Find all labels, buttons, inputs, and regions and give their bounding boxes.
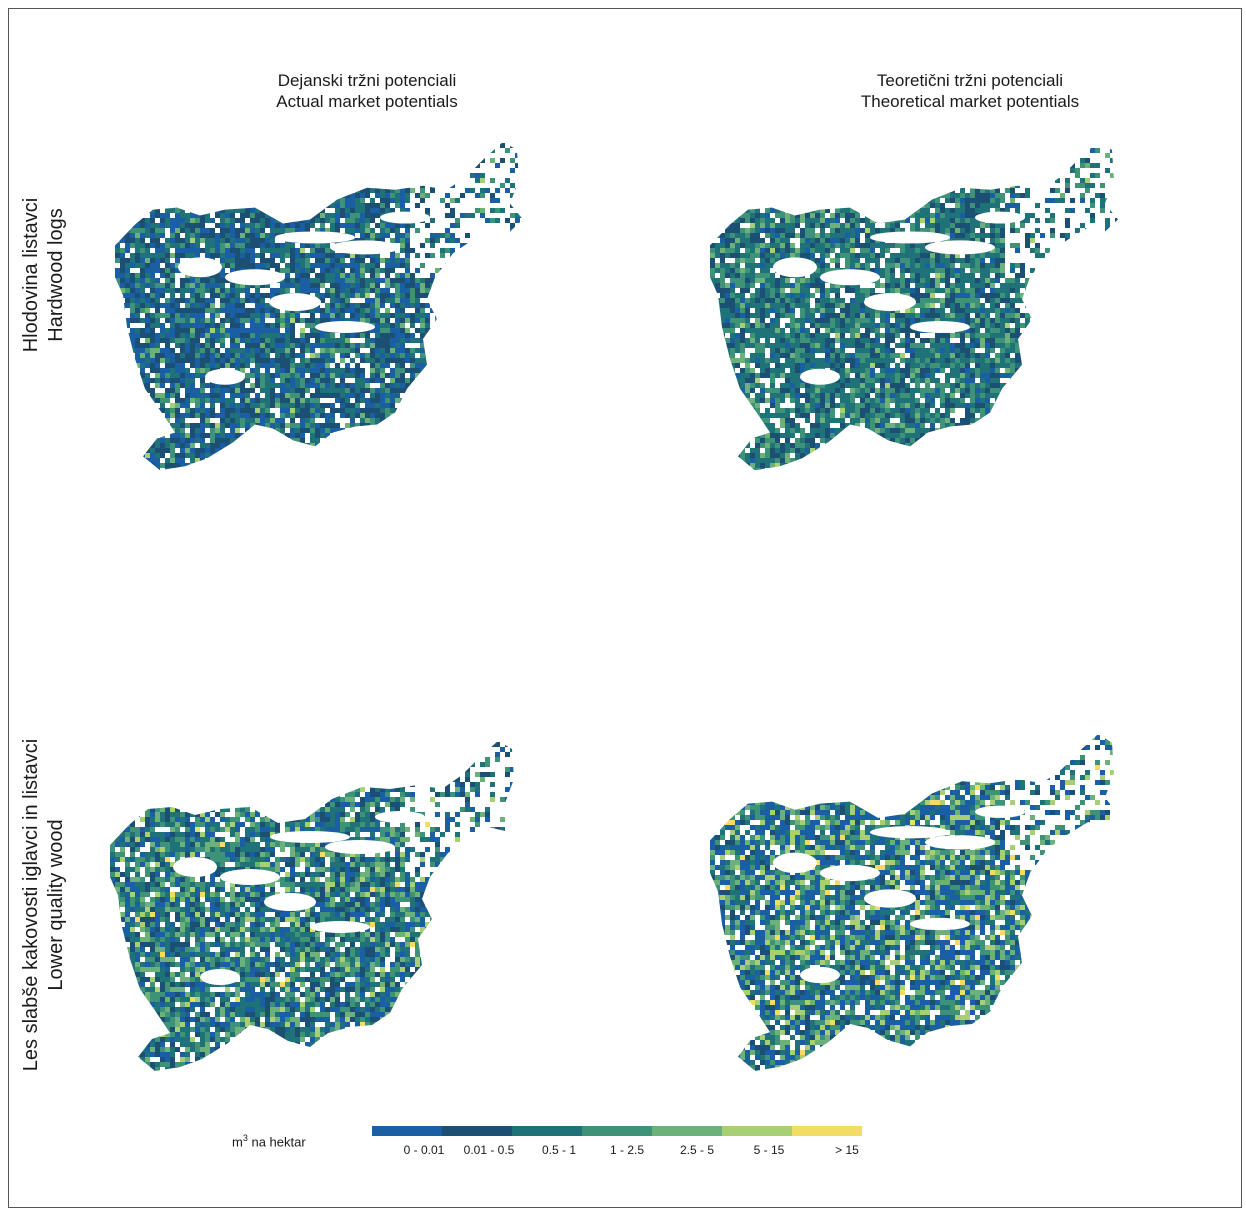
legend-swatch-0: [372, 1126, 442, 1136]
map-nonforest-gap: [975, 211, 1025, 224]
legend-title-unit: m: [232, 1134, 243, 1150]
map-theoretical-lowquality: [710, 734, 1118, 1071]
map-nonforest-gap: [325, 840, 395, 854]
map-nonforest-gap: [264, 893, 316, 911]
column-title-theoretical-sl: Teoretični tržni potenciali: [876, 71, 1064, 90]
map-nonforest-gap: [200, 969, 240, 985]
legend-swatch-1: [442, 1126, 512, 1136]
row-title-lowquality: Les slabše kakovosti iglavci in listavci…: [19, 645, 69, 1165]
map-nonforest-gap: [310, 921, 370, 933]
legend-label-0: 0 - 0.01: [403, 1143, 445, 1157]
column-title-actual-sl: Dejanski tržni potenciali: [277, 71, 457, 90]
column-title-actual: Dejanski tržni potenciali Actual market …: [187, 70, 547, 112]
map-nonforest-gap: [330, 240, 400, 255]
map-theoretical-hardwood: [710, 141, 1118, 471]
map-nonforest-gap: [275, 231, 355, 244]
legend-label-4: 2.5 - 5: [679, 1143, 715, 1157]
column-title-actual-en: Actual market potentials: [276, 92, 458, 111]
map-nonforest-gap: [315, 321, 375, 333]
legend-label-2: 0.5 - 1: [541, 1143, 577, 1157]
legend-label-5: 5 - 15: [753, 1143, 785, 1157]
map-nonforest-gap: [773, 852, 817, 873]
map-nonforest-gap: [205, 368, 245, 385]
figure-frame: [8, 8, 1242, 1208]
map-nonforest-gap: [925, 835, 995, 850]
map-nonforest-gap: [173, 857, 217, 877]
legend-swatch-4: [652, 1126, 722, 1136]
legend-title-superscript: 3: [242, 1133, 248, 1143]
map-nonforest-gap: [820, 269, 880, 286]
map-nonforest-gap: [270, 831, 350, 843]
map-nonforest-gap: [375, 811, 425, 823]
legend-swatch-2: [512, 1126, 582, 1136]
map-nonforest-gap: [773, 257, 817, 278]
row-title-lowquality-en: Lower quality wood: [45, 819, 67, 991]
map-nonforest-gap: [975, 805, 1025, 818]
map-actual-hardwood: [115, 141, 523, 471]
legend-labels: 0 - 0.01 0.01 - 0.5 0.5 - 1 1 - 2.5 2.5 - 5 5…: [372, 1143, 862, 1159]
legend-label-1: 0.01 - 0.5: [463, 1143, 515, 1157]
map-nonforest-gap: [870, 231, 950, 244]
map-nonforest-gap: [225, 269, 285, 286]
map-nonforest-gap: [864, 889, 916, 908]
legend-swatch-3: [582, 1126, 652, 1136]
map-nonforest-gap: [925, 240, 995, 255]
map-nonforest-gap: [178, 257, 222, 278]
legend-color-bar: [372, 1126, 862, 1136]
map-nonforest-gap: [910, 917, 970, 931]
map-nonforest-gap: [800, 368, 840, 385]
map-nonforest-gap: [800, 966, 840, 984]
legend-title: m3 na hektar: [232, 1133, 306, 1149]
legend-label-3: 1 - 2.5: [609, 1143, 645, 1157]
row-title-hardwood-en: Hardwood logs: [45, 208, 67, 342]
legend-label-6: > 15: [835, 1143, 859, 1157]
map-nonforest-gap: [380, 211, 430, 224]
column-title-theoretical-en: Theoretical market potentials: [860, 92, 1080, 111]
map-actual-lowquality: [110, 741, 518, 1071]
map-nonforest-gap: [820, 864, 880, 882]
map-nonforest-gap: [269, 293, 321, 312]
row-title-hardwood-sl: Hlodovina listavci: [20, 197, 42, 353]
row-title-lowquality-sl: Les slabše kakovosti iglavci in listavci: [20, 738, 42, 1072]
map-nonforest-gap: [910, 321, 970, 333]
map-nonforest-gap: [220, 869, 280, 885]
legend-title-suffix: na hektar: [247, 1134, 306, 1150]
row-title-hardwood: Hlodovina listavci Hardwood logs: [19, 15, 69, 535]
column-title-theoretical: Teoretični tržni potenciali Theoretical …: [790, 70, 1150, 112]
map-nonforest-gap: [864, 293, 916, 312]
legend-swatch-6: [792, 1126, 862, 1136]
legend-swatch-5: [722, 1126, 792, 1136]
map-nonforest-gap: [870, 826, 950, 839]
